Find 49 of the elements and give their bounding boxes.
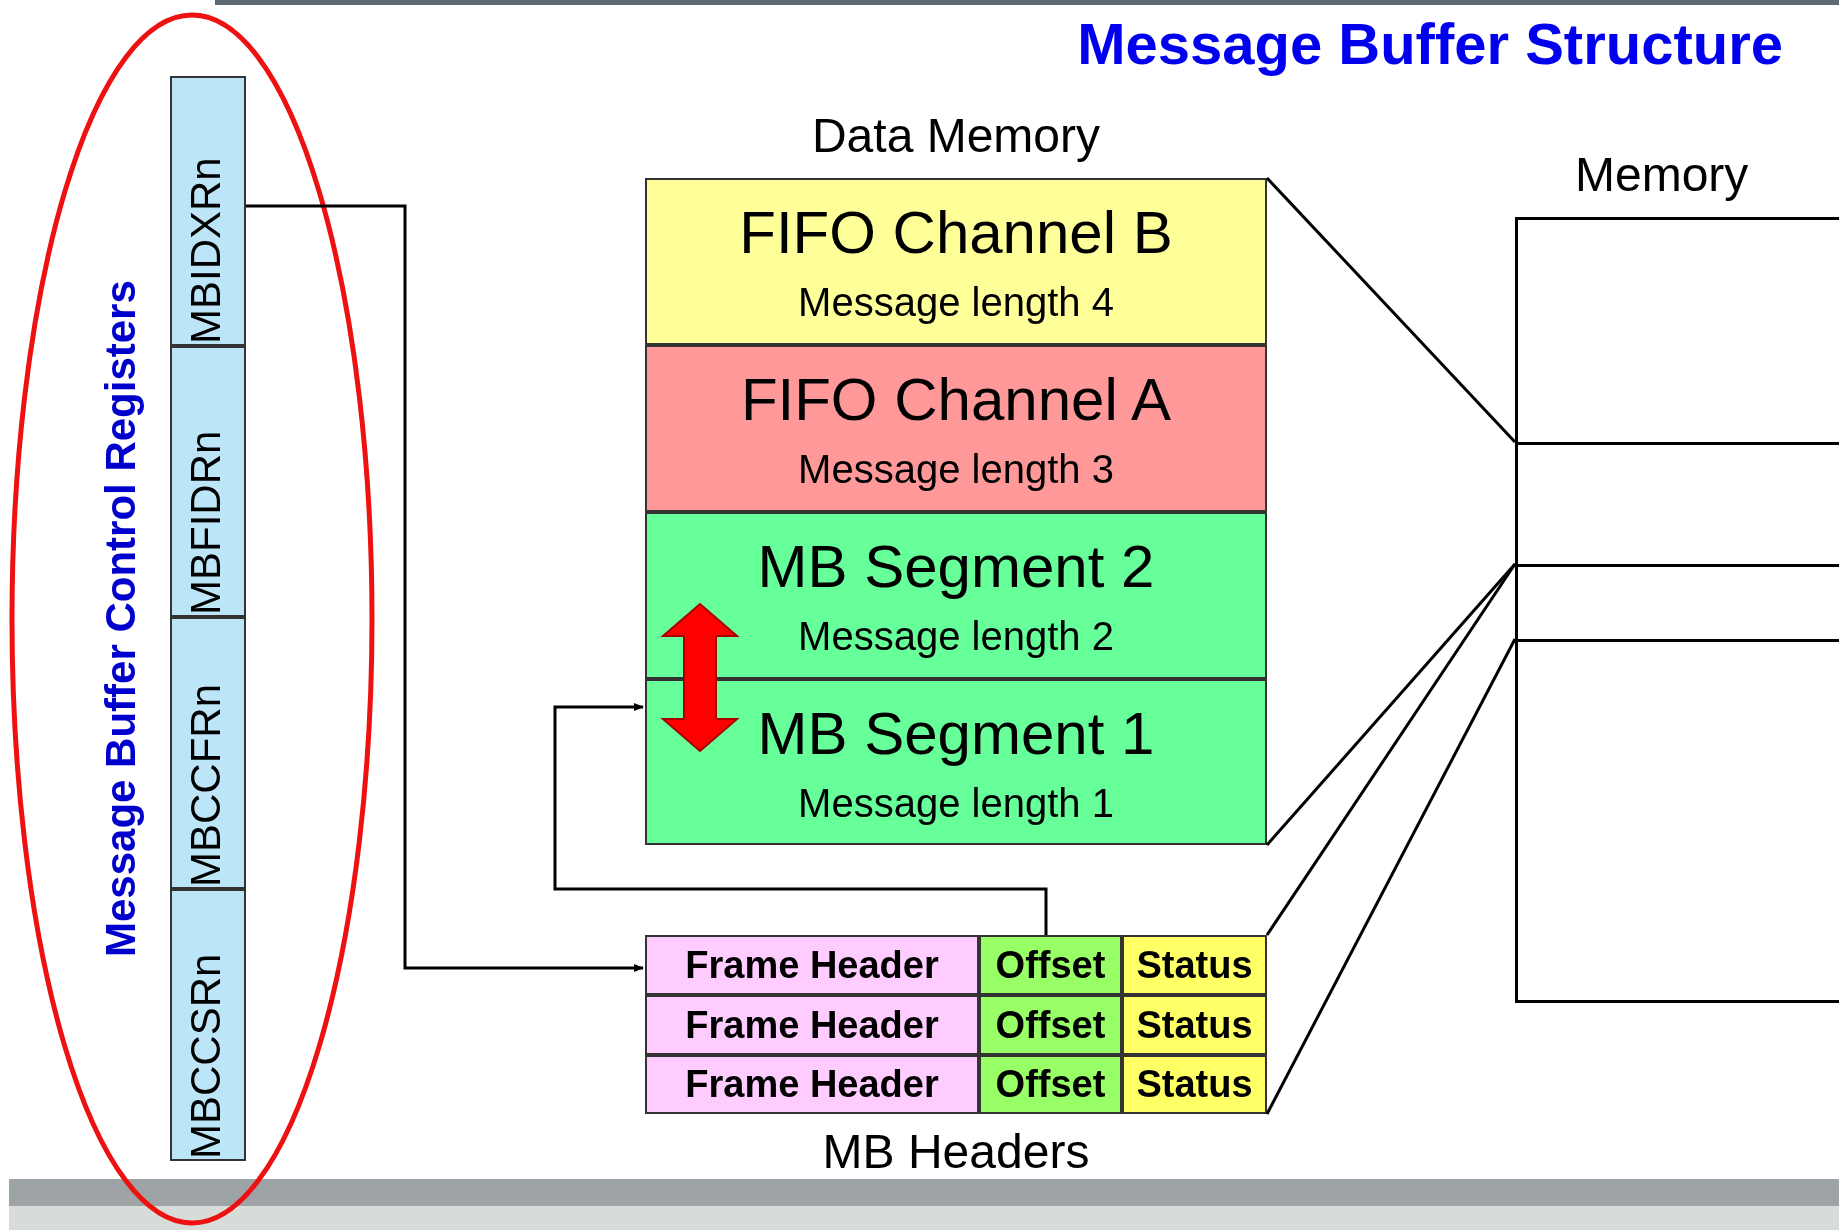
table-cell: Status: [1122, 1055, 1267, 1114]
memory-region: [1515, 442, 1839, 564]
memory-region: [1515, 639, 1839, 1003]
projection-line: [1265, 638, 1517, 1115]
register-name: MBCCFRn: [182, 683, 230, 887]
group-label: Message Buffer Control Registers: [97, 279, 145, 960]
projection-line: [1265, 563, 1517, 936]
segment-length: Message length 1: [797, 781, 1115, 826]
segment-length: Message length 2: [797, 614, 1115, 659]
memory-heading: Memory: [1575, 147, 1749, 202]
projection-line: [1265, 563, 1517, 846]
table-cell: Offset: [979, 935, 1122, 995]
register-box: [170, 76, 246, 346]
memory-segment: [645, 345, 1267, 512]
double-arrow: [660, 602, 740, 753]
memory-segment: [645, 679, 1267, 845]
table-cell: Frame Header: [645, 995, 979, 1055]
memory-segment: [645, 178, 1267, 345]
table-cell: Status: [1122, 935, 1267, 995]
segment-length: Message length 4: [797, 280, 1115, 325]
slide-title: Message Buffer Structure: [1077, 10, 1783, 77]
register-name: MBCCSRn: [182, 952, 230, 1159]
table-cell: Frame Header: [645, 935, 979, 995]
segment-length: Message length 3: [797, 447, 1115, 492]
header-row: [645, 995, 1267, 1055]
memory-segment: [645, 512, 1267, 679]
register-box: [170, 889, 246, 1161]
segment-title: FIFO Channel A: [739, 365, 1173, 434]
arrow: [553, 703, 1048, 935]
header-row: [645, 935, 1267, 995]
segment-title: FIFO Channel B: [738, 198, 1174, 267]
table-cell: Frame Header: [645, 1055, 979, 1114]
table-cell: Offset: [979, 1055, 1122, 1114]
memory-region: [1515, 217, 1839, 442]
memory-region: [1515, 564, 1839, 639]
register-box: [170, 346, 246, 617]
register-box: [170, 617, 246, 889]
block-heading: Data Memory: [810, 108, 1102, 163]
projection-line: [1265, 176, 1517, 444]
register-name: MBIDXRn: [182, 156, 230, 344]
segment-title: MB Segment 1: [756, 699, 1156, 768]
arrow: [246, 204, 644, 972]
header-row: [645, 1055, 1267, 1114]
block-heading: MB Headers: [821, 1124, 1091, 1179]
table-cell: Offset: [979, 995, 1122, 1055]
register-name: MBFIDRn: [182, 429, 230, 615]
table-cell: Status: [1122, 995, 1267, 1055]
segment-title: MB Segment 2: [756, 532, 1156, 601]
register-group-ellipse: [9, 12, 375, 1226]
